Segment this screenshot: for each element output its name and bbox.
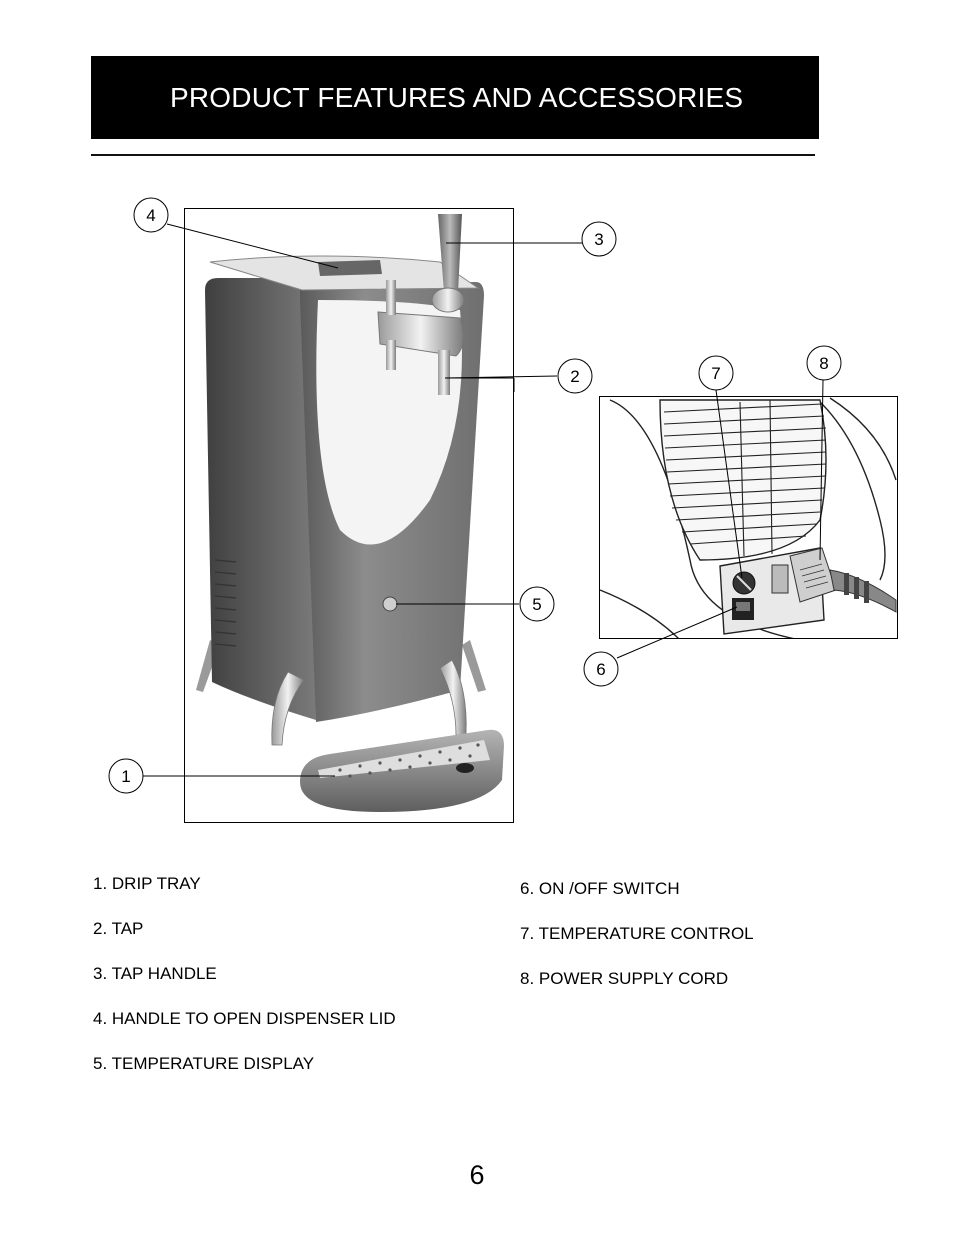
feature-temperature-display: 5. TEMPERATURE DISPLAY — [93, 1054, 315, 1073]
rear-right-leg — [462, 640, 486, 692]
callout-5: 5 — [519, 586, 555, 622]
tap-handle — [438, 214, 462, 292]
callout-8: 8 — [806, 345, 842, 381]
page-title: PRODUCT FEATURES AND ACCESSORIES — [170, 81, 744, 113]
side-vent — [214, 559, 237, 647]
svg-text:3: 3 — [594, 230, 603, 249]
header-divider — [91, 154, 815, 156]
dispenser-illustration — [184, 208, 514, 823]
callout-3: 3 — [581, 221, 617, 257]
svg-text:4: 4 — [146, 206, 155, 225]
feature-drip-tray: 1. DRIP TRAY — [93, 874, 201, 893]
callout-1: 1 — [108, 758, 144, 794]
feature-tap-handle: 3. TAP HANDLE — [93, 964, 217, 983]
feature-power-cord: 8. POWER SUPPLY CORD — [520, 969, 729, 988]
leader-lines — [143, 223, 824, 777]
feature-on-off-switch: 6. ON /OFF SWITCH — [520, 879, 680, 898]
callout-4: 4 — [133, 197, 169, 233]
page-title-bar: PRODUCT FEATURES AND ACCESSORIES — [91, 56, 819, 139]
svg-text:8: 8 — [819, 354, 828, 373]
feature-lid-handle: 4. HANDLE TO OPEN DISPENSER LID — [93, 1009, 396, 1028]
page-number: 6 — [469, 1160, 485, 1190]
front-left-leg — [271, 671, 305, 746]
feature-temperature-control: 7. TEMPERATURE CONTROL — [520, 924, 754, 943]
temperature-display — [382, 596, 398, 612]
feature-tap: 2. TAP — [93, 919, 144, 938]
drip-tray-grate — [318, 740, 490, 778]
tap-body — [377, 311, 464, 357]
svg-text:1: 1 — [121, 767, 130, 786]
back-panel-illustration — [599, 396, 898, 639]
lid-handle — [318, 260, 382, 276]
drain-hole — [456, 763, 474, 773]
socket — [771, 564, 789, 594]
drip-tray-holes — [338, 743, 480, 778]
svg-text:5: 5 — [532, 595, 541, 614]
side-panel — [205, 278, 316, 720]
svg-text:6: 6 — [596, 660, 605, 679]
callout-6: 6 — [583, 651, 619, 687]
tap-spout — [438, 350, 450, 395]
callout-7: 7 — [698, 355, 734, 391]
front-window — [316, 300, 462, 545]
callout-2: 2 — [557, 358, 593, 394]
svg-text:2: 2 — [570, 367, 579, 386]
svg-text:7: 7 — [711, 364, 720, 383]
